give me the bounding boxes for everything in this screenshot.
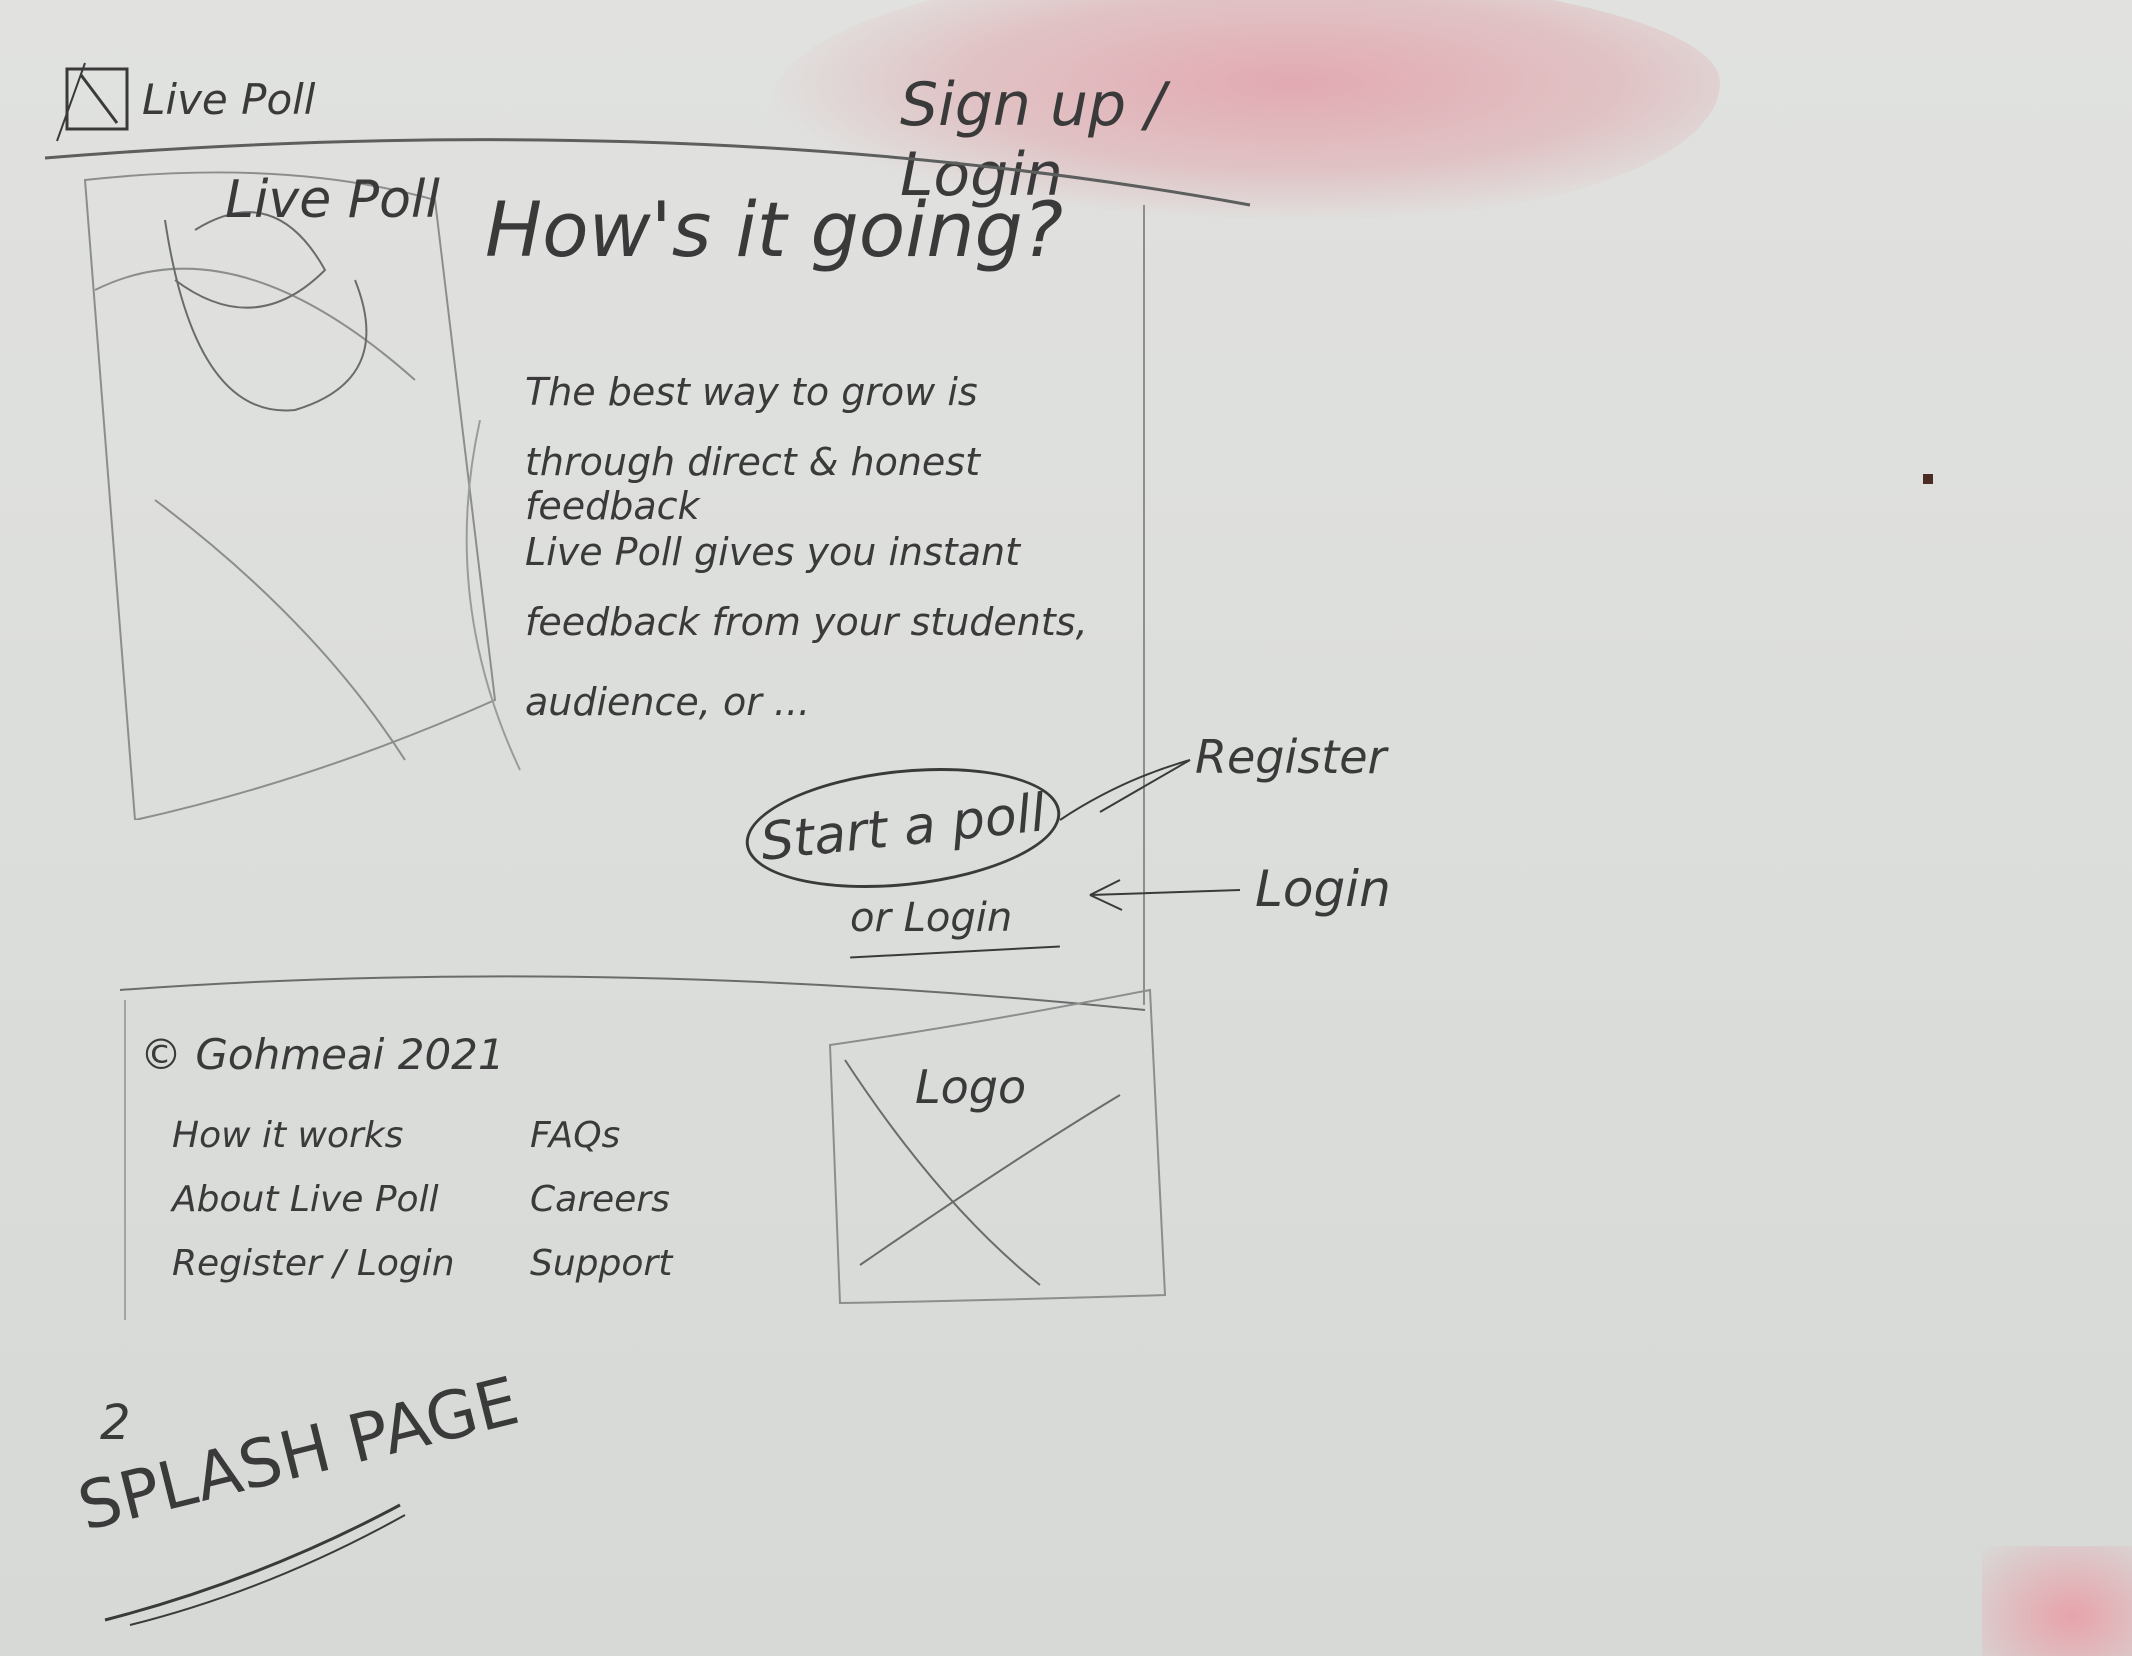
footer-logo-placeholder-icon [828,988,1167,1305]
footer-link-careers[interactable]: Careers [530,1179,670,1220]
footer-link-how-it-works[interactable]: How it works [172,1115,404,1156]
content-frame-right [1143,205,1145,1005]
signup-login-link[interactable]: Sign up / Login [900,70,1166,210]
or-login-label: or Login [850,895,1013,941]
paper-speck [1923,474,1933,484]
footer-links-col2: FAQs Careers Support [530,1115,672,1307]
hero-body-line: Live Poll gives you instant [525,530,1020,574]
footer-link-faqs[interactable]: FAQs [530,1115,621,1156]
annotation-register: Register [1195,730,1387,784]
page-number: 2 [100,1395,131,1451]
hero-body-line: audience, or ... [525,680,811,724]
footer-logo-label: Logo [915,1060,1027,1114]
annotation-arrows [1059,759,1241,911]
footer-links-col1: How it works About Live Poll Register / … [172,1115,455,1307]
hero-body-line: feedback from your students, [525,600,1088,644]
hero-body: The best way to grow is through direct &… [525,370,1145,750]
footer: © Gohmeai 2021 How it works About Live P… [140,1030,720,1330]
content-frame-left-curve [465,420,521,771]
brand-name[interactable]: Live Poll [142,75,316,124]
watercolor-stain-corner [1982,1546,2132,1656]
footer-link-support[interactable]: Support [530,1243,673,1284]
hero-image-label: Live Poll [225,170,440,230]
hero-body-line: through direct & honest feedback [525,440,980,528]
page-title-underline [104,1503,406,1626]
footer-link-about[interactable]: About Live Poll [172,1179,439,1220]
hero-image-placeholder [83,171,497,820]
footer-link-register-login[interactable]: Register / Login [172,1243,455,1284]
watercolor-stain [770,0,1720,220]
hero-body-line: The best way to grow is [525,370,978,414]
copyright-text: © Gohmeai 2021 [140,1030,505,1079]
logo-placeholder-icon [56,62,129,142]
header: Live Poll Sign up / Login [30,30,1210,210]
annotation-login: Login [1255,860,1391,918]
or-login-link[interactable]: or Login [850,895,1060,959]
hero-headline: How's it going? [485,185,1064,274]
